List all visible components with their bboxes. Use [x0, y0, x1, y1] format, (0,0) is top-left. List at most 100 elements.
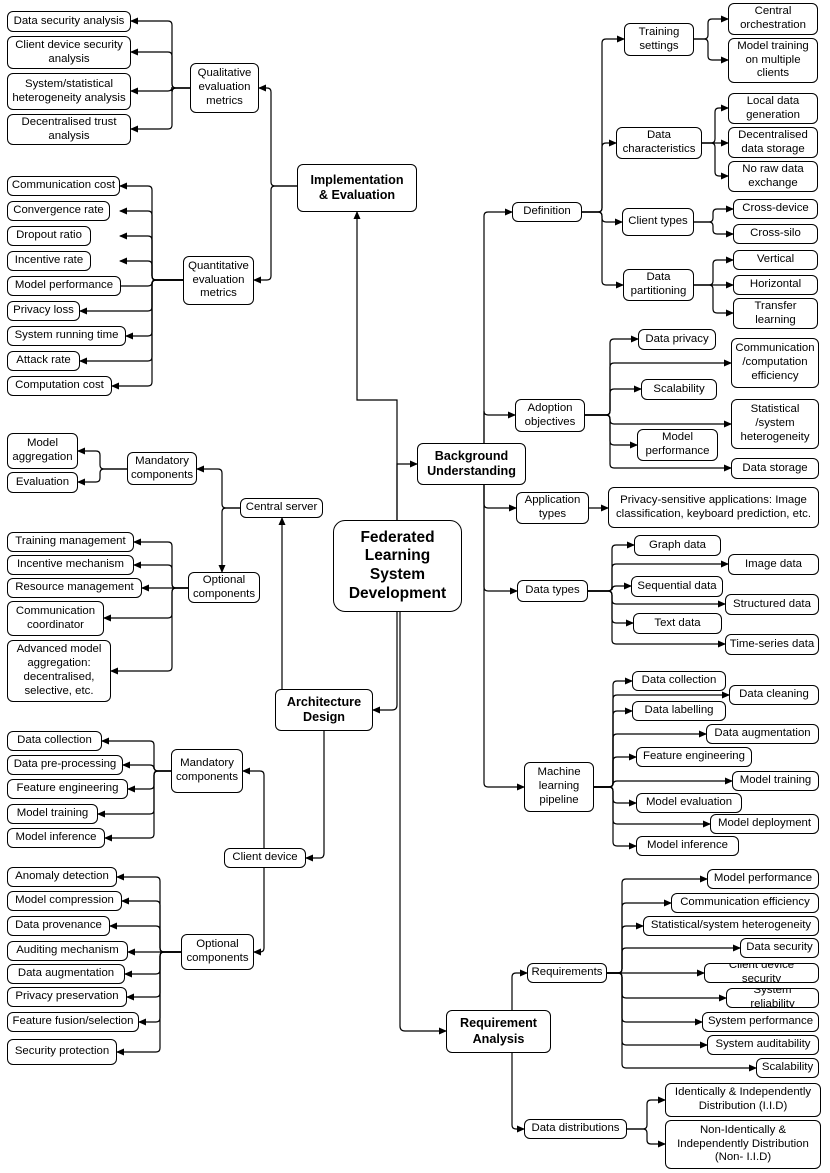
connector-arrow [278, 517, 324, 711]
requirements-node: Requirements [527, 963, 607, 983]
client-mandatory-item: Model training [7, 804, 98, 824]
partition-item: Vertical [733, 250, 818, 270]
connector-arrow [242, 767, 265, 848]
qualitative-item: Data security analysis [7, 11, 131, 32]
data-type-item: Structured data [725, 594, 819, 615]
connector-arrow [594, 777, 733, 788]
adoption-item: Model performance [637, 429, 718, 461]
central-server-node: Central server [240, 498, 323, 518]
training-item: Model training on multiple clients [728, 38, 818, 83]
connector-arrow [122, 761, 171, 772]
qualitative-metrics-node: Qualitative evaluation metrics [190, 63, 259, 113]
partition-item: Horizontal [733, 275, 818, 295]
adoption-item: Data privacy [638, 329, 716, 350]
branch-background-understanding: Background Understanding [417, 443, 526, 485]
requirement-item: Scalability [756, 1058, 819, 1078]
ml-item: Data collection [632, 671, 726, 691]
connector-arrow [483, 485, 518, 595]
connector-arrow [130, 17, 190, 89]
connector-arrow [130, 48, 190, 89]
connector-arrow [305, 710, 325, 862]
data-types-node: Data types [517, 580, 588, 602]
adoption-objectives-node: Adoption objectives [515, 399, 585, 432]
connector-arrow [124, 951, 181, 978]
ml-item: Data labelling [632, 701, 726, 721]
client-device-node: Client device [224, 848, 306, 868]
data-distributions-node: Data distributions [524, 1119, 627, 1139]
connector-arrow [694, 221, 734, 238]
connector-arrow [694, 256, 734, 286]
client-optional-item: Data provenance [7, 916, 110, 936]
data-char-item: No raw data exchange [728, 161, 818, 192]
data-type-item: Sequential data [631, 576, 723, 597]
connector-arrow [196, 465, 240, 509]
data-characteristics-node: Data characteristics [616, 127, 702, 159]
client-optional-item: Model compression [7, 891, 122, 911]
quantitative-item: Attack rate [7, 351, 80, 371]
quantitative-item: Model performance [7, 276, 121, 296]
connector-arrow [585, 385, 642, 416]
client-optional-item: Anomaly detection [7, 867, 117, 887]
connector-arrow [483, 410, 516, 485]
connector-arrow [353, 211, 398, 520]
connector-arrow [694, 284, 734, 317]
connector-arrow [585, 414, 732, 472]
connector-arrow [588, 590, 726, 648]
connector-arrow [396, 460, 418, 520]
connector-arrow [77, 447, 127, 470]
client-mandatory-node: Mandatory components [171, 749, 243, 793]
ml-item: Model evaluation [636, 793, 742, 813]
connector-arrow [253, 868, 265, 956]
client-optional-item: Feature fusion/selection [7, 1012, 139, 1032]
branch-requirement-analysis: Requirement Analysis [446, 1010, 551, 1053]
connector-arrow [594, 786, 637, 807]
adoption-item: Scalability [641, 379, 717, 400]
requirement-item: System auditability [707, 1035, 819, 1055]
requirement-item: Data security [740, 938, 819, 958]
qualitative-item: Client device security analysis [7, 36, 131, 69]
qualitative-item: Decentralised trust analysis [7, 114, 131, 145]
client-optional-node: Optional components [181, 934, 254, 970]
requirement-item: Client device security [704, 963, 819, 983]
connector-arrow [694, 15, 729, 40]
ml-item: Model inference [636, 836, 739, 856]
ml-item: Model training [732, 771, 819, 791]
connector-arrow [77, 468, 127, 486]
adoption-item: Communication /computation efficiency [731, 338, 819, 388]
data-type-item: Time-series data [725, 634, 819, 655]
data-type-item: Graph data [634, 535, 721, 556]
ml-item: Data cleaning [729, 685, 819, 705]
connector-arrow [119, 257, 183, 281]
connector-arrow [258, 84, 297, 187]
connector-arrow [585, 414, 732, 428]
partition-item: Transfer learning [733, 298, 818, 329]
requirement-item: System reliability [726, 988, 819, 1008]
connector-arrow [116, 951, 181, 1056]
connector-arrow [483, 208, 513, 485]
connector-arrow [110, 587, 188, 675]
client-optional-item: Privacy preservation [7, 987, 127, 1007]
client-optional-item: Data augmentation [7, 964, 125, 984]
requirement-item: Communication efficiency [671, 893, 819, 913]
connector-arrow [511, 1053, 525, 1133]
data-type-item: Image data [728, 554, 819, 575]
distribution-item: Identically & Independently Distribution… [665, 1083, 821, 1117]
connector-arrow [399, 612, 447, 1035]
connector-arrow [594, 786, 637, 850]
quantitative-item: Convergence rate [7, 201, 110, 221]
connector-arrow [116, 873, 181, 953]
connector-arrow [585, 414, 638, 449]
quantitative-item: Privacy loss [7, 301, 80, 321]
client-optional-item: Auditing mechanism [7, 941, 128, 961]
definition-node: Definition [512, 202, 582, 222]
ml-pipeline-node: Machine learning pipeline [524, 762, 594, 812]
connector-arrow [594, 753, 637, 788]
quantitative-item: Incentive rate [7, 251, 91, 271]
connector-arrow [702, 104, 729, 144]
root-node: Federated Learning System Development [333, 520, 462, 612]
application-types-node: Application types [516, 492, 589, 524]
connector-arrow [702, 142, 729, 180]
branch-implementation-evaluation: Implementation & Evaluation [297, 164, 417, 212]
connector-arrow [483, 485, 525, 791]
connector-arrow [588, 590, 634, 627]
